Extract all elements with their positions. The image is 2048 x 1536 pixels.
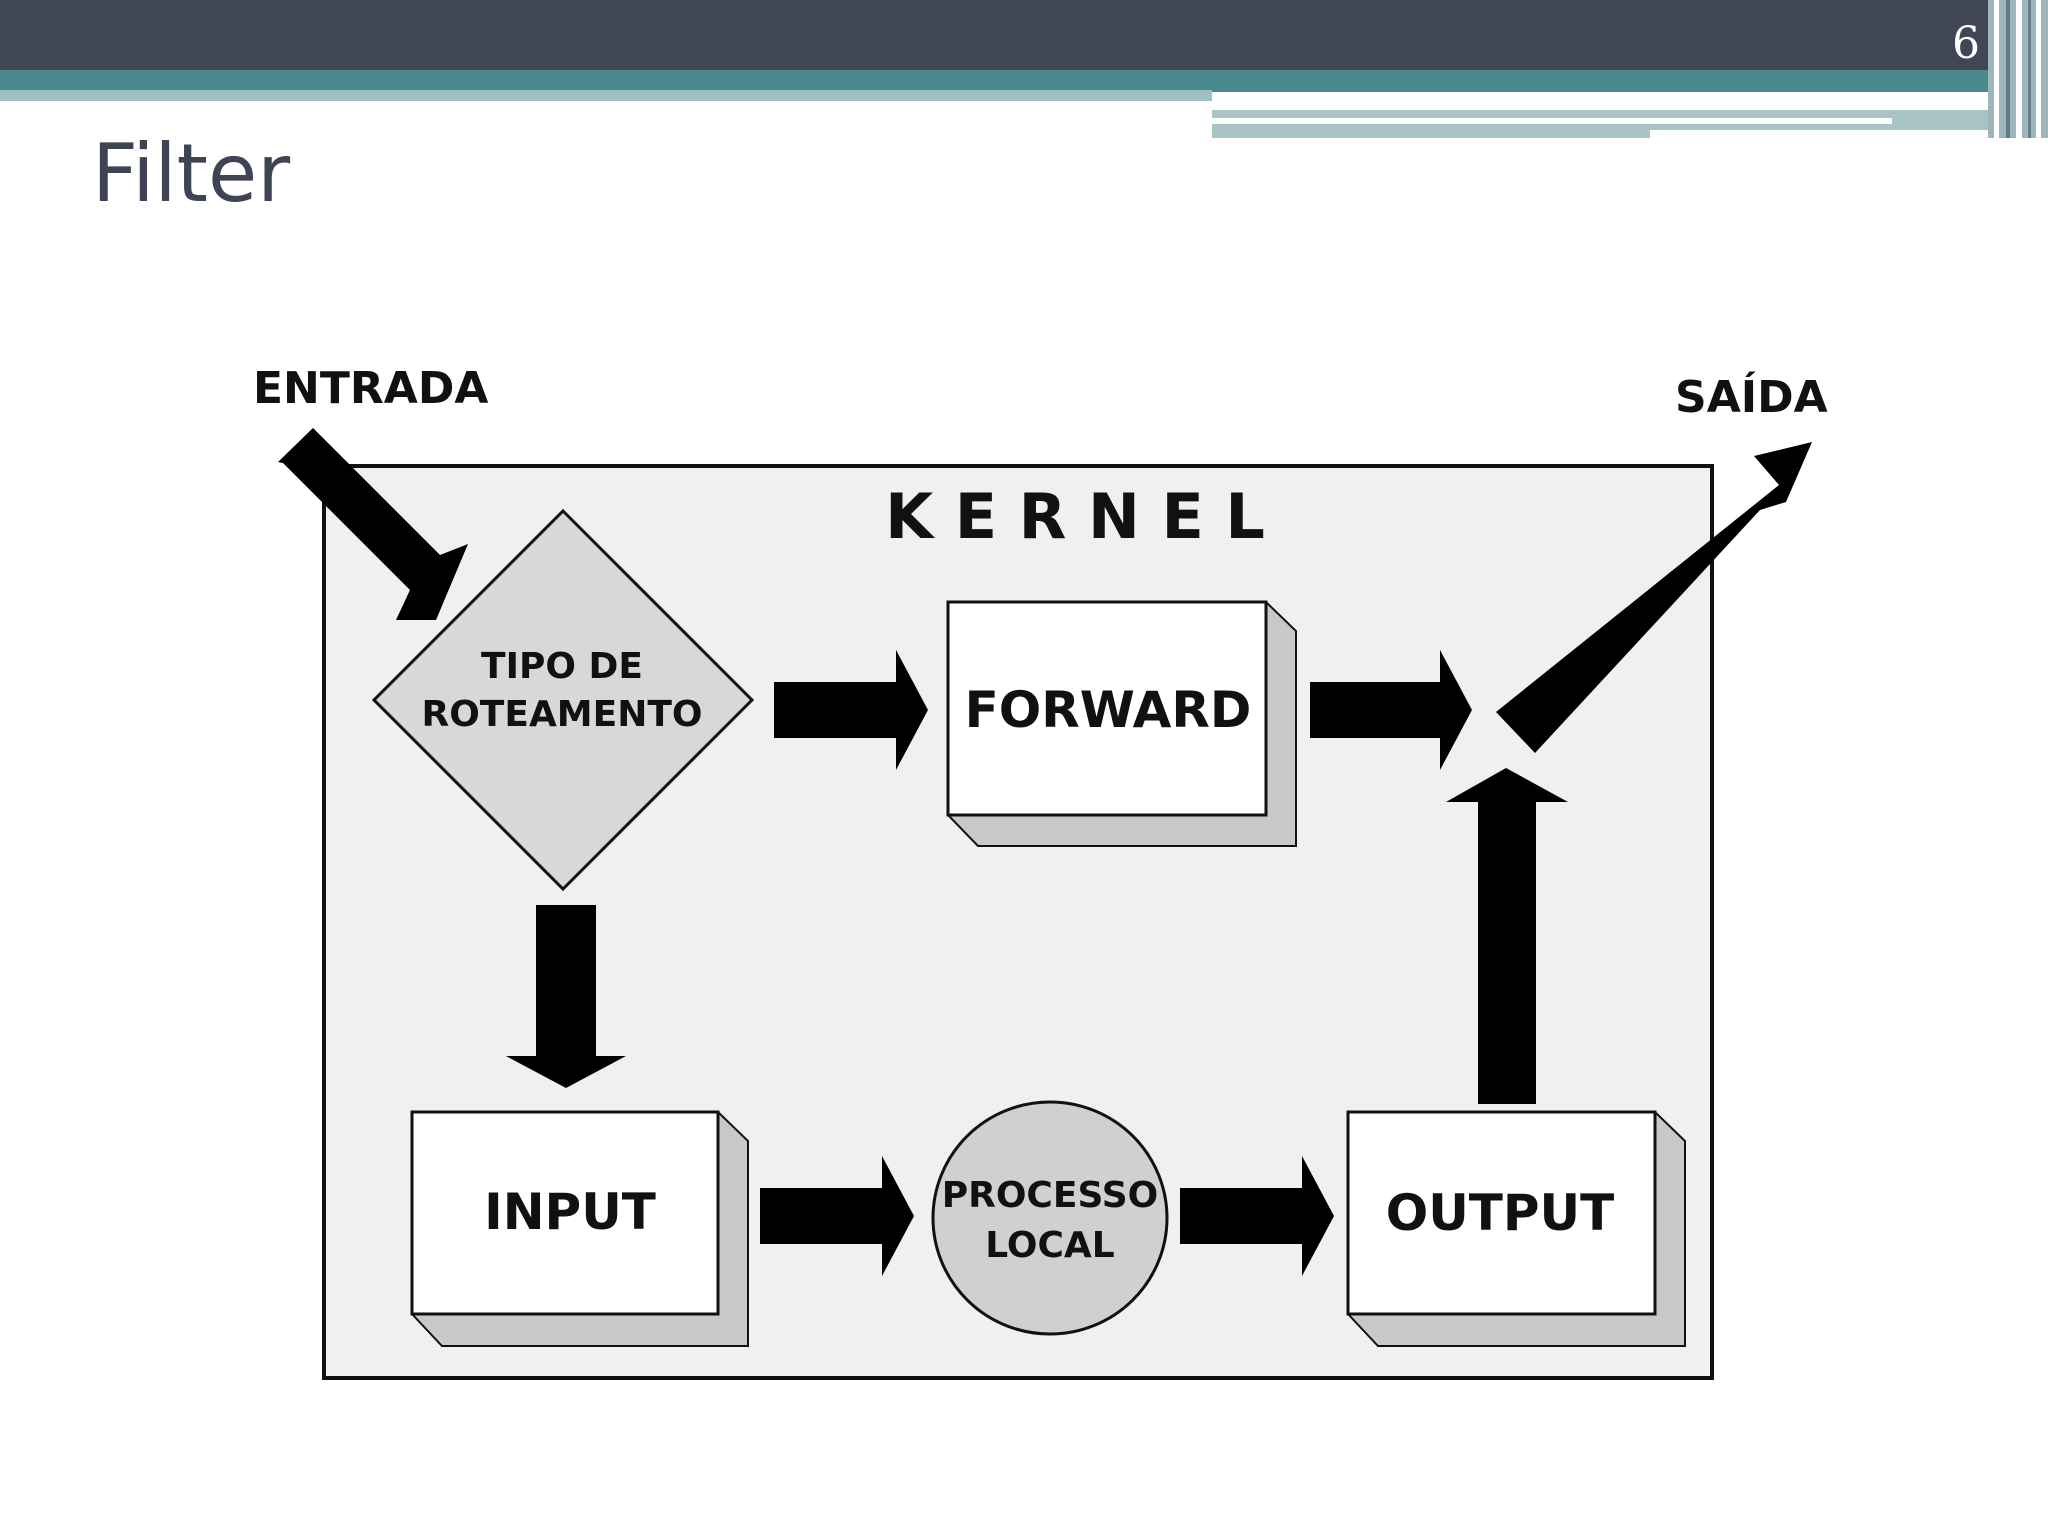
header-right-band-line bbox=[1212, 118, 1892, 124]
input-arrow-to-process bbox=[760, 1156, 914, 1276]
input-arrow-from-decision bbox=[506, 905, 626, 1088]
process-label-line-2: LOCAL bbox=[985, 1225, 1114, 1266]
page-number: 6 bbox=[1952, 18, 1980, 69]
header-right-stripes bbox=[1988, 0, 2048, 138]
output-label: OUTPUT bbox=[1386, 1184, 1615, 1242]
kernel-label: K E R N E L bbox=[885, 480, 1265, 553]
header-right-band-lower bbox=[1650, 130, 2048, 138]
forward-label: FORWARD bbox=[965, 681, 1252, 739]
saida-arrow bbox=[1496, 442, 1812, 753]
input-box: INPUT bbox=[410, 1110, 749, 1347]
header-bar bbox=[0, 0, 2048, 70]
saida-label: SAÍDA bbox=[1675, 370, 1828, 423]
forward-box: FORWARD bbox=[946, 600, 1297, 847]
local-process-circle: PROCESSO LOCAL bbox=[931, 1100, 1169, 1336]
entrada-arrow bbox=[278, 428, 468, 620]
header-right-band-white bbox=[1212, 92, 2048, 110]
decision-label-line-2: ROTEAMENTO bbox=[421, 694, 702, 735]
entrada-label: ENTRADA bbox=[253, 363, 488, 414]
output-arrow-up bbox=[1446, 768, 1568, 1104]
header-light-band bbox=[0, 90, 1212, 101]
process-arrow-to-output bbox=[1180, 1156, 1334, 1276]
slide-title: Filter bbox=[92, 127, 291, 220]
output-box: OUTPUT bbox=[1346, 1110, 1686, 1347]
header-accent-band bbox=[0, 70, 2048, 92]
process-label-line-1: PROCESSO bbox=[942, 1175, 1159, 1216]
forward-arrow-to-exit bbox=[1310, 650, 1472, 770]
decision-label-line-1: TIPO DE bbox=[481, 646, 643, 687]
input-label: INPUT bbox=[484, 1183, 656, 1241]
routing-decision bbox=[371, 508, 755, 892]
forward-arrow-from-decision bbox=[774, 650, 928, 770]
